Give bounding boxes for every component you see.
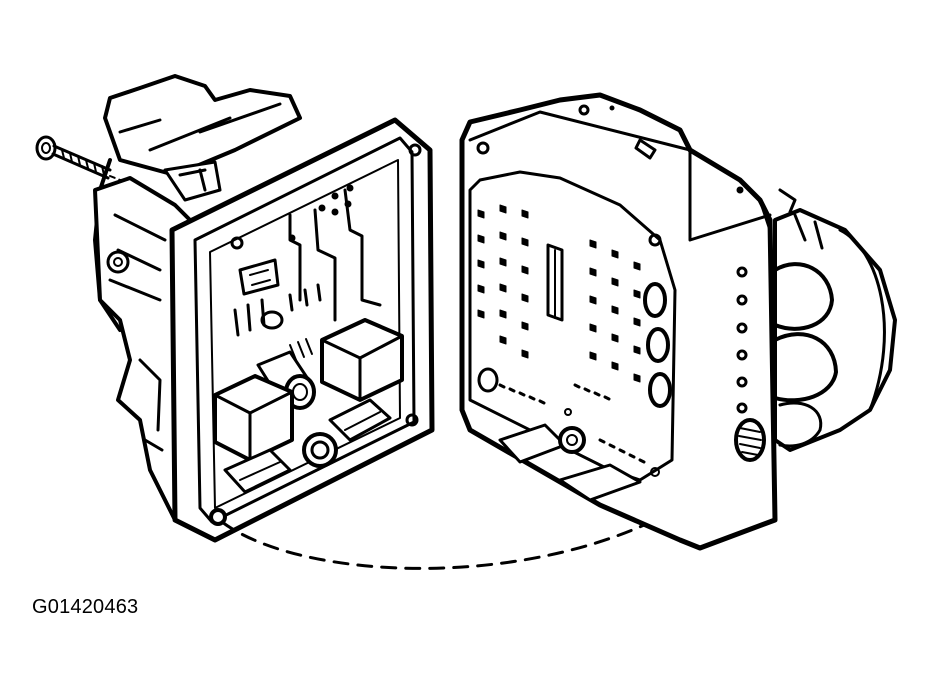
- control-module: [93, 74, 435, 543]
- hydraulic-unit: [459, 92, 897, 551]
- relay-lower: [213, 374, 294, 462]
- pin-matrix: [477, 204, 641, 383]
- alignment-arc: [220, 513, 667, 570]
- relay-upper: [320, 318, 404, 402]
- figure-id-label: G01420463: [32, 596, 139, 618]
